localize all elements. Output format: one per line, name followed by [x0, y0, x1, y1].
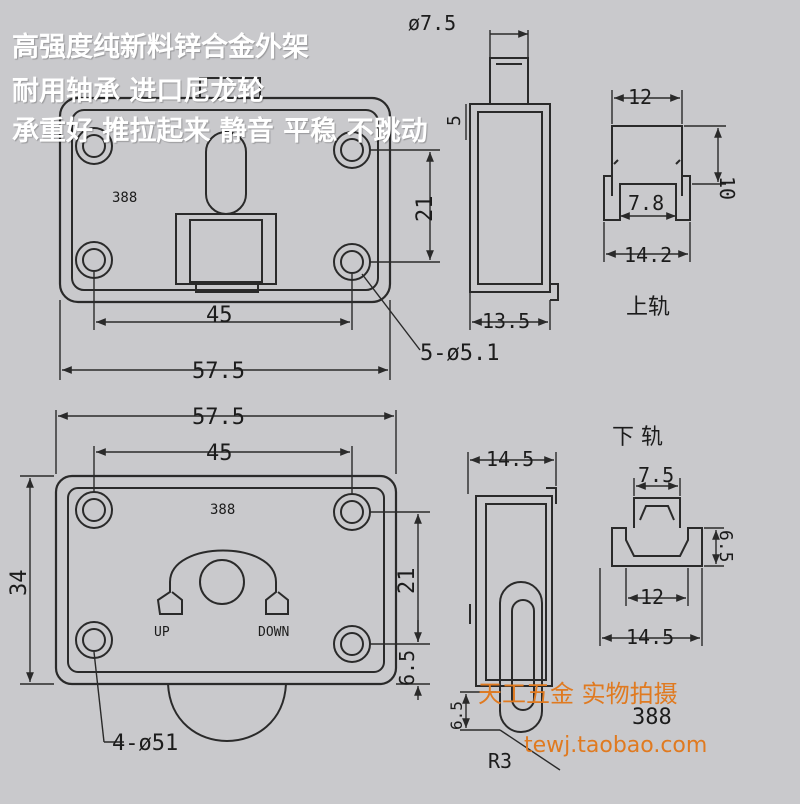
lower-dim-width: 45 — [206, 441, 233, 466]
upper-dim-width: 45 — [206, 303, 233, 328]
lower-plate — [54, 474, 398, 742]
upper-plate — [58, 77, 392, 304]
caption-line-3: 承重好 推拉起来 静音 平稳 不跳动 — [12, 116, 428, 147]
upper-rail-label: 上轨 — [626, 295, 670, 320]
upper-side-top-length: 5 — [444, 115, 465, 126]
lower-dim-hole-pitch: 21 — [395, 568, 420, 595]
upper-dim-hole-pitch: 21 — [413, 196, 438, 223]
lower-hole-note: 4-ø51 — [112, 731, 178, 756]
lower-side-dimensions — [460, 452, 561, 771]
upper-side-view — [469, 57, 559, 301]
upper-rail-bottom-width: 14.2 — [624, 243, 672, 267]
lower-side-bottom: 6.5 — [447, 701, 466, 730]
watermark-part-number: 388 — [632, 705, 672, 730]
lower-side-radius: R3 — [488, 749, 512, 773]
upper-rail-profile — [603, 125, 691, 221]
upper-wheel-window — [175, 213, 277, 285]
caption-line-1: 高强度纯新料锌合金外架 — [12, 32, 309, 63]
lower-side-width: 14.5 — [486, 447, 534, 471]
upper-part-number: 388 — [112, 190, 137, 206]
lower-dim-edge: 6.5 — [395, 650, 419, 686]
upper-rail-dimensions — [603, 90, 726, 262]
upper-side-top-diameter: ø7.5 — [408, 11, 456, 35]
lower-rail-mid-width: 12 — [640, 585, 664, 609]
lower-rail-bottom-width: 14.5 — [626, 625, 674, 649]
lower-rail-label: 下 轨 — [612, 425, 663, 450]
lower-dim-overall: 57.5 — [192, 405, 245, 430]
upper-side-dimensions — [465, 30, 551, 330]
upper-hole-note: 5-ø5.1 — [420, 341, 499, 366]
upper-rail-height: 10 — [715, 176, 739, 200]
lower-rail-top-width: 7.5 — [638, 463, 674, 487]
lower-dimensions — [20, 410, 430, 743]
upper-rail-inner-width: 7.8 — [628, 191, 664, 215]
lower-down-label: DOWN — [258, 625, 289, 640]
lower-rail-dimensions — [599, 478, 724, 646]
lower-part-number: 388 — [210, 502, 235, 518]
caption-line-2: 耐用轴承 进口尼龙轮 — [12, 76, 265, 107]
lower-up-label: UP — [154, 625, 170, 640]
watermark-shop: 天工五金 实物拍摄 — [478, 680, 678, 708]
lower-side-view — [469, 487, 557, 733]
lower-dim-height: 34 — [7, 570, 32, 597]
upper-dim-overall: 57.5 — [192, 359, 245, 384]
watermark-url: tewj.taobao.com — [524, 733, 707, 758]
upper-dimensions — [59, 149, 440, 380]
upper-rail-top-width: 12 — [628, 85, 652, 109]
lower-rail-profile — [611, 497, 703, 567]
lower-rail-height: 6.5 — [715, 530, 736, 563]
upper-hole-top-left — [75, 127, 113, 165]
upper-side-width: 13.5 — [482, 309, 530, 333]
